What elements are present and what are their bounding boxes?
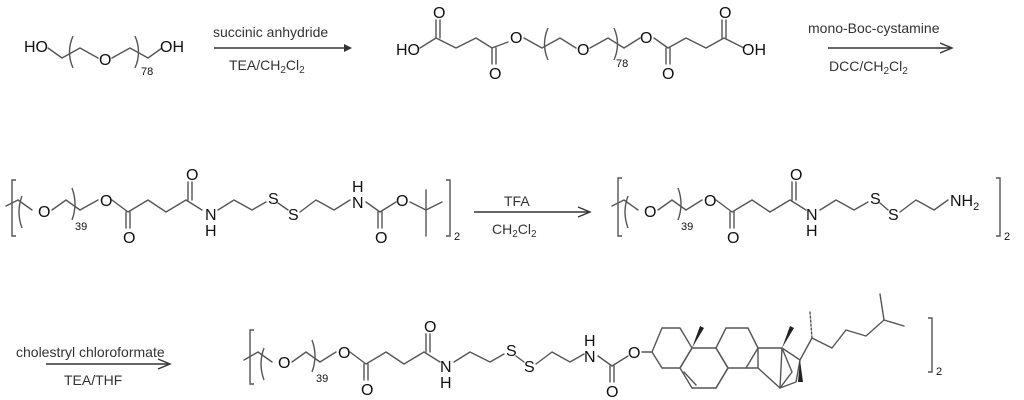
svg-text:N: N: [584, 349, 596, 366]
svg-text:O: O: [338, 345, 350, 362]
svg-text:O: O: [727, 230, 739, 247]
svg-text:S: S: [506, 343, 517, 360]
svg-text:O: O: [644, 204, 656, 221]
svg-text:S: S: [524, 359, 535, 376]
svg-text:H: H: [806, 223, 818, 240]
reagent-above: cholestryl chloroformate: [16, 344, 165, 360]
reagent-above: TFA: [504, 193, 530, 209]
peg-diol: HO O 78 OH: [24, 35, 184, 78]
svg-text:O: O: [278, 355, 290, 372]
atom-o: O: [99, 52, 111, 69]
svg-text:H: H: [352, 179, 364, 196]
svg-text:O: O: [640, 30, 652, 47]
svg-text:39: 39: [316, 373, 328, 385]
svg-text:O: O: [424, 319, 436, 336]
reaction-arrow-2: mono-Boc-cystamine DCC/CH2Cl2: [808, 20, 954, 77]
svg-text:O: O: [628, 345, 640, 362]
reaction-arrow-3: TFA CH2Cl2: [474, 193, 592, 240]
multiplier: 2: [1004, 231, 1010, 243]
atom-nh2: NH2: [950, 193, 979, 213]
svg-text:O: O: [100, 193, 112, 210]
atom-ho: HO: [24, 39, 48, 56]
svg-text:O: O: [662, 66, 674, 83]
svg-text:S: S: [288, 207, 299, 224]
multiplier: 2: [454, 231, 460, 243]
svg-text:O: O: [186, 167, 198, 184]
reagent-below: CH2Cl2: [492, 221, 537, 240]
cholesterol-conjugate-product: O 39 O O O N H S S N H O O: [243, 293, 942, 400]
multiplier: 2: [936, 366, 942, 378]
svg-text:O: O: [123, 230, 135, 247]
svg-text:O: O: [433, 5, 445, 22]
svg-text:N: N: [440, 359, 452, 376]
svg-text:O: O: [704, 193, 716, 210]
svg-text:H: H: [205, 223, 217, 240]
svg-text:O: O: [790, 167, 802, 184]
svg-text:O: O: [361, 382, 373, 399]
atom-oh: OH: [160, 39, 184, 56]
peg-diacid: HO O O O O 78 O O O OH: [396, 5, 766, 83]
svg-text:OH: OH: [742, 42, 766, 59]
svg-text:O: O: [38, 204, 50, 221]
boc-protected-product: O 39 O O O N H S S N H O O 2: [5, 167, 460, 247]
svg-text:S: S: [870, 191, 881, 208]
reagent-above: succinic anhydride: [213, 24, 328, 40]
svg-text:78: 78: [616, 58, 628, 70]
reagent-below: TEA/THF: [64, 372, 122, 388]
reagent-below: DCC/CH2Cl2: [829, 58, 908, 77]
svg-text:H: H: [584, 333, 596, 350]
svg-text:S: S: [268, 191, 279, 208]
svg-text:39: 39: [681, 221, 693, 233]
svg-text:S: S: [888, 207, 899, 224]
svg-text:O: O: [577, 42, 589, 59]
cholesterol-skeleton: [651, 293, 905, 389]
svg-text:O: O: [606, 384, 618, 400]
svg-text:O: O: [396, 193, 408, 210]
svg-text:O: O: [719, 5, 731, 22]
svg-text:N: N: [806, 207, 818, 224]
atom-ho: HO: [396, 42, 420, 59]
reaction-arrow-4: cholestryl chloroformate TEA/THF: [16, 344, 172, 388]
svg-text:39: 39: [75, 221, 87, 233]
reagent-above: mono-Boc-cystamine: [808, 20, 940, 36]
repeat-count: 78: [141, 66, 153, 78]
svg-text:N: N: [352, 195, 364, 212]
svg-text:H: H: [440, 375, 452, 392]
reaction-arrow-1: succinic anhydride TEA/CH2Cl2: [213, 24, 352, 76]
svg-text:O: O: [375, 230, 387, 247]
svg-text:O: O: [489, 66, 501, 83]
svg-text:N: N: [205, 207, 217, 224]
reagent-below: TEA/CH2Cl2: [229, 57, 305, 76]
amine-product: O 39 O O O N H S S NH2 2: [611, 167, 1010, 247]
svg-text:O: O: [510, 30, 522, 47]
